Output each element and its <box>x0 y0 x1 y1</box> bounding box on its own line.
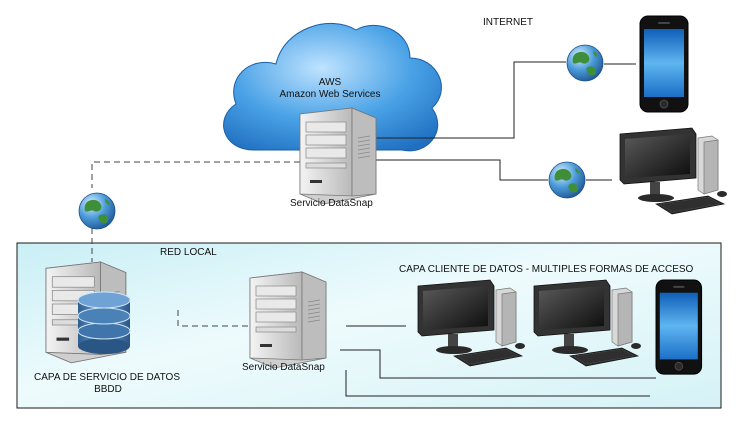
desktop-icon <box>619 127 728 215</box>
aws-cloud <box>223 22 442 152</box>
dashed-db-to-service <box>177 310 248 327</box>
cloud-title: AWS <box>318 77 342 88</box>
capa-cliente-label: CAPA CLIENTE DE DATOS - MULTIPLES FORMAS… <box>399 264 694 275</box>
bbdd-label: BBDD <box>94 384 122 395</box>
cloud-server-icon <box>299 107 377 205</box>
connection-lines <box>340 61 656 397</box>
line-service-to-client2 <box>340 349 656 379</box>
database-server-icon <box>45 261 131 364</box>
globe-icon <box>78 192 116 230</box>
cloud-subtitle: Amazon Web Services <box>279 89 381 100</box>
phone-icon <box>655 279 703 375</box>
line-cloud-to-desktop <box>374 159 548 181</box>
internet-label: INTERNET <box>483 17 533 28</box>
phone-icon <box>639 15 689 113</box>
globe-icon <box>548 161 586 199</box>
service-local-label: Servicio DataSnap <box>242 362 325 373</box>
service-cloud-label: Servicio DataSnap <box>290 198 373 209</box>
capa-servicio-label: CAPA DE SERVICIO DE DATOS <box>34 372 180 383</box>
local-server-icon <box>249 271 327 369</box>
line-cloud-to-phone <box>374 61 566 139</box>
dashed-lines <box>91 161 300 327</box>
database-icon <box>77 291 131 354</box>
dashed-cloud-to-lan <box>91 161 300 188</box>
line-service-to-phone <box>345 370 650 397</box>
red-local-label: RED LOCAL <box>160 247 217 258</box>
globe-icon <box>566 44 604 82</box>
